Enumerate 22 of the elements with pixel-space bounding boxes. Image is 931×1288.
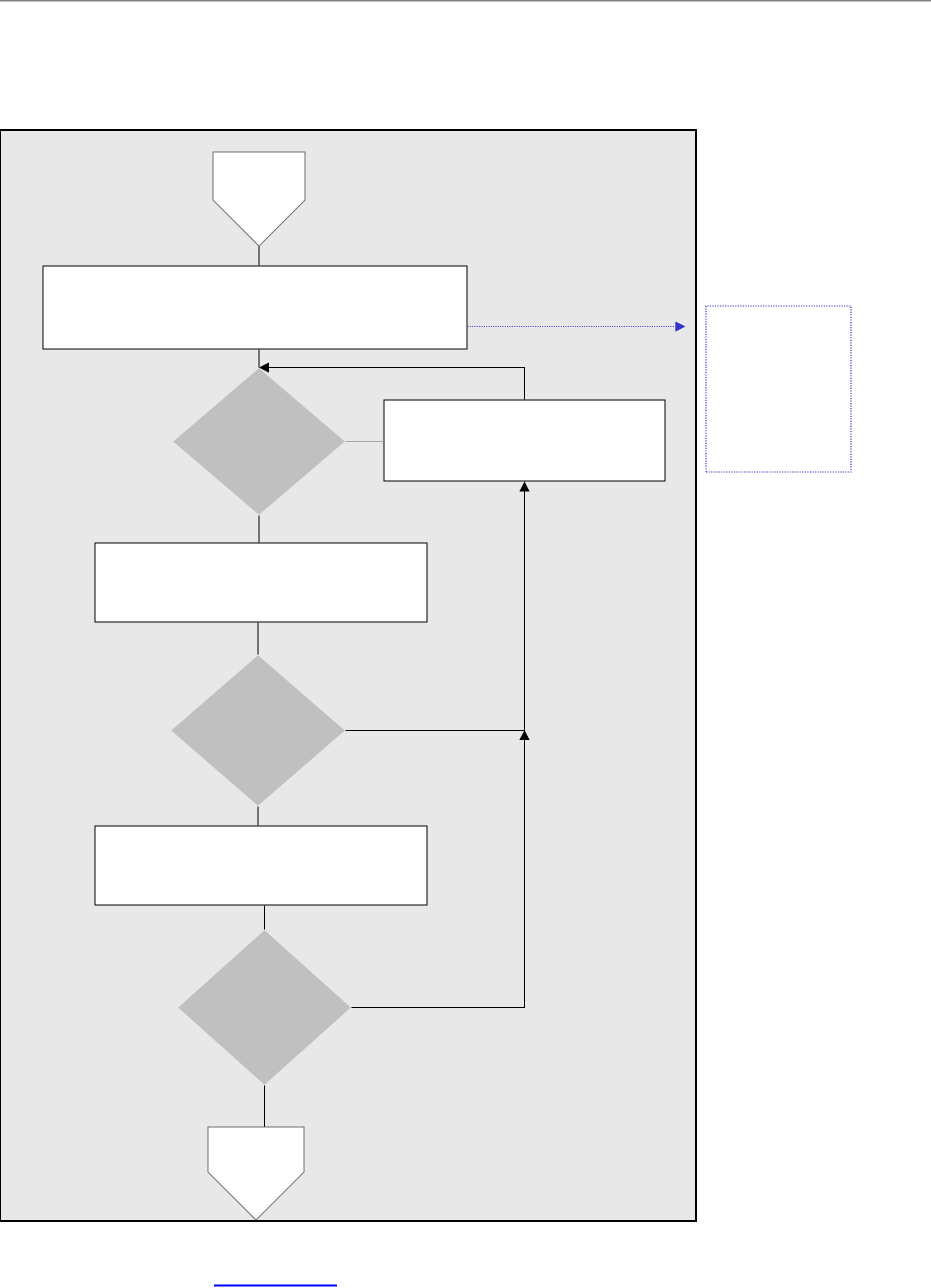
off-page-connector [212, 151, 306, 247]
process-box [42, 265, 468, 350]
decision-diamond [178, 930, 351, 1085]
connector-line [257, 806, 259, 826]
dotted-box [705, 305, 852, 473]
connector-line [258, 349, 260, 368]
off-page-connector [207, 1126, 305, 1221]
process-box [383, 399, 666, 482]
connector-line [264, 1085, 265, 1128]
arrow [467, 321, 685, 332]
connector-line [257, 622, 259, 655]
decision-diamond [173, 368, 345, 515]
connector-line [264, 905, 265, 930]
arrow [351, 481, 530, 1008]
arrow [259, 362, 525, 400]
connector-line [345, 441, 384, 442]
connector-line [258, 515, 260, 543]
arrow [345, 482, 530, 731]
decision-diamond [171, 655, 345, 806]
process-box [94, 825, 428, 906]
process-box [94, 542, 428, 623]
connector-line [258, 245, 260, 266]
